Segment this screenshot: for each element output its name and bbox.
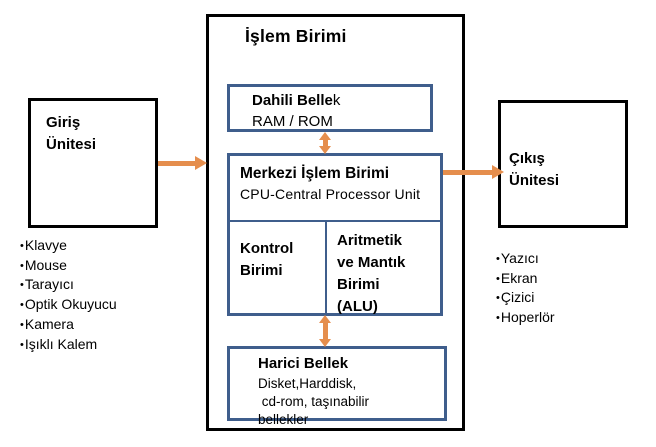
list-item: •Hoperlör bbox=[496, 308, 646, 328]
list-item: •Ekran bbox=[496, 269, 646, 289]
arrow-right-head-icon bbox=[195, 156, 207, 170]
arrow-input-to-processing bbox=[158, 156, 207, 170]
input-unit-title: Giriş Ünitesi bbox=[46, 114, 97, 153]
list-item-label: Çizici bbox=[500, 289, 535, 306]
bullet-icon: • bbox=[20, 318, 24, 331]
arrow-shaft bbox=[322, 140, 328, 146]
cpu-subtitle: CPU-Central Processor Unit bbox=[240, 186, 421, 202]
list-item: •Işıklı Kalem bbox=[20, 335, 190, 355]
list-item-label: Mouse bbox=[24, 256, 67, 273]
arrow-down-head-icon bbox=[319, 339, 331, 347]
cpu-horizontal-divider bbox=[230, 220, 440, 222]
list-item: •Tarayıcı bbox=[20, 275, 190, 295]
input-devices-list: •Klavye•Mouse•Tarayıcı•Optik Okuyucu•Kam… bbox=[20, 236, 190, 354]
internal-memory-box: Dahili Bellek RAM / ROM bbox=[227, 84, 433, 132]
list-item-label: Işıklı Kalem bbox=[24, 335, 98, 352]
bullet-icon: • bbox=[496, 292, 500, 305]
internal-memory-subtitle: RAM / ROM bbox=[252, 113, 333, 130]
output-unit-title: Çıkış Ünitesi bbox=[509, 150, 560, 189]
cpu-box: Merkezi İşlem Birimi CPU-Central Process… bbox=[227, 153, 443, 316]
list-item: •Optik Okuyucu bbox=[20, 295, 190, 315]
list-item-label: Tarayıcı bbox=[24, 276, 74, 293]
arrow-cpu-external-memory-bidirectional bbox=[319, 315, 331, 347]
processing-unit-title: İşlem Birimi bbox=[245, 26, 347, 46]
input-unit-box: Giriş Ünitesi bbox=[28, 98, 158, 228]
cpu-header: Merkezi İşlem Birimi CPU-Central Process… bbox=[240, 163, 420, 204]
internal-memory-title-bold: Dahili Belle bbox=[252, 92, 333, 109]
bullet-icon: • bbox=[496, 253, 500, 265]
list-item: •Yazıcı bbox=[496, 249, 646, 269]
external-memory-box: Harici Bellek Disket,Harddisk, cd-rom, t… bbox=[227, 346, 447, 427]
cpu-vertical-divider bbox=[325, 220, 327, 313]
arrow-shaft bbox=[443, 169, 492, 175]
output-unit-box: Çıkış Ünitesi bbox=[498, 100, 628, 228]
cpu-title: Merkezi İşlem Birimi bbox=[240, 165, 390, 182]
internal-memory-title-tail: k bbox=[332, 92, 341, 109]
output-devices-list: •Yazıcı•Ekran•Çizici•Hoperlör bbox=[496, 249, 646, 328]
arrow-memory-cpu-bidirectional bbox=[319, 132, 331, 154]
external-memory-title: Harici Bellek bbox=[258, 355, 349, 372]
list-item-label: Optik Okuyucu bbox=[24, 296, 117, 313]
bullet-icon: • bbox=[20, 240, 24, 252]
external-memory-body: Disket,Harddisk, cd-rom, taşınabilir bel… bbox=[258, 376, 370, 427]
arrow-right-head-icon bbox=[492, 165, 504, 179]
list-item: •Klavye bbox=[20, 236, 190, 256]
list-item-label: Klavye bbox=[24, 237, 67, 253]
bullet-icon: • bbox=[20, 338, 24, 351]
alu-label: Aritmetik ve Mantık Birimi (ALU) bbox=[337, 232, 406, 315]
bullet-icon: • bbox=[20, 299, 24, 312]
arrow-up-head-icon bbox=[319, 315, 331, 323]
list-item-label: Ekran bbox=[500, 269, 538, 286]
list-item: •Mouse bbox=[20, 256, 190, 276]
arrow-shaft bbox=[322, 323, 328, 339]
list-item-label: Yazıcı bbox=[500, 250, 539, 266]
arrow-shaft bbox=[158, 160, 195, 166]
bullet-icon: • bbox=[20, 259, 24, 272]
arrow-cpu-to-output bbox=[443, 165, 504, 179]
list-item: •Çizici bbox=[496, 288, 646, 308]
bullet-icon: • bbox=[496, 272, 500, 285]
list-item: •Kamera bbox=[20, 315, 190, 335]
arrow-down-head-icon bbox=[319, 146, 331, 154]
bullet-icon: • bbox=[20, 279, 24, 292]
control-unit-label: Kontrol Birimi bbox=[240, 240, 294, 279]
list-item-label: Kamera bbox=[24, 315, 74, 332]
list-item-label: Hoperlör bbox=[500, 309, 555, 326]
internal-memory-title: Dahili Bellek bbox=[252, 90, 430, 111]
arrow-up-head-icon bbox=[319, 132, 331, 140]
bullet-icon: • bbox=[496, 312, 500, 325]
